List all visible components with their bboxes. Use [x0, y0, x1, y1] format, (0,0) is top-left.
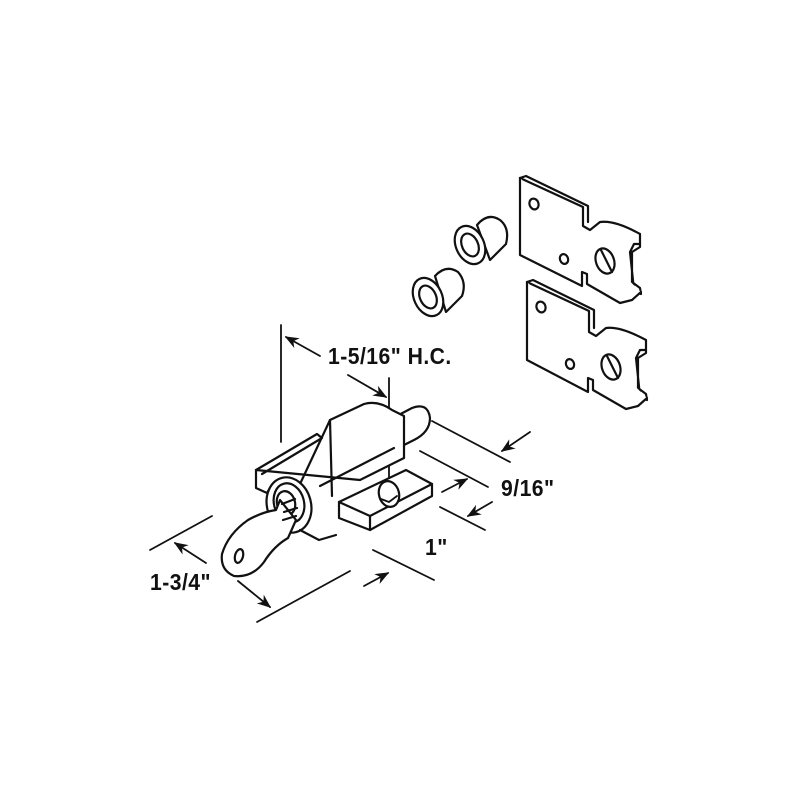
- dimension-width: [363, 478, 486, 587]
- bushing-upper-icon: [453, 215, 509, 266]
- lock-body-icon: [254, 401, 434, 542]
- bushing-lower-icon: [411, 267, 465, 318]
- key-icon: [220, 497, 299, 578]
- dimension-height: [419, 420, 531, 517]
- label-width: 1": [425, 534, 448, 560]
- dimension-length: [149, 515, 351, 623]
- strike-plate-upper-icon: [518, 174, 643, 305]
- label-hole-center: 1-5/16" H.C.: [328, 343, 452, 369]
- label-length: 1-3/4": [150, 569, 212, 595]
- strike-plate-lower-icon: [525, 278, 649, 411]
- label-height: 9/16": [501, 475, 555, 501]
